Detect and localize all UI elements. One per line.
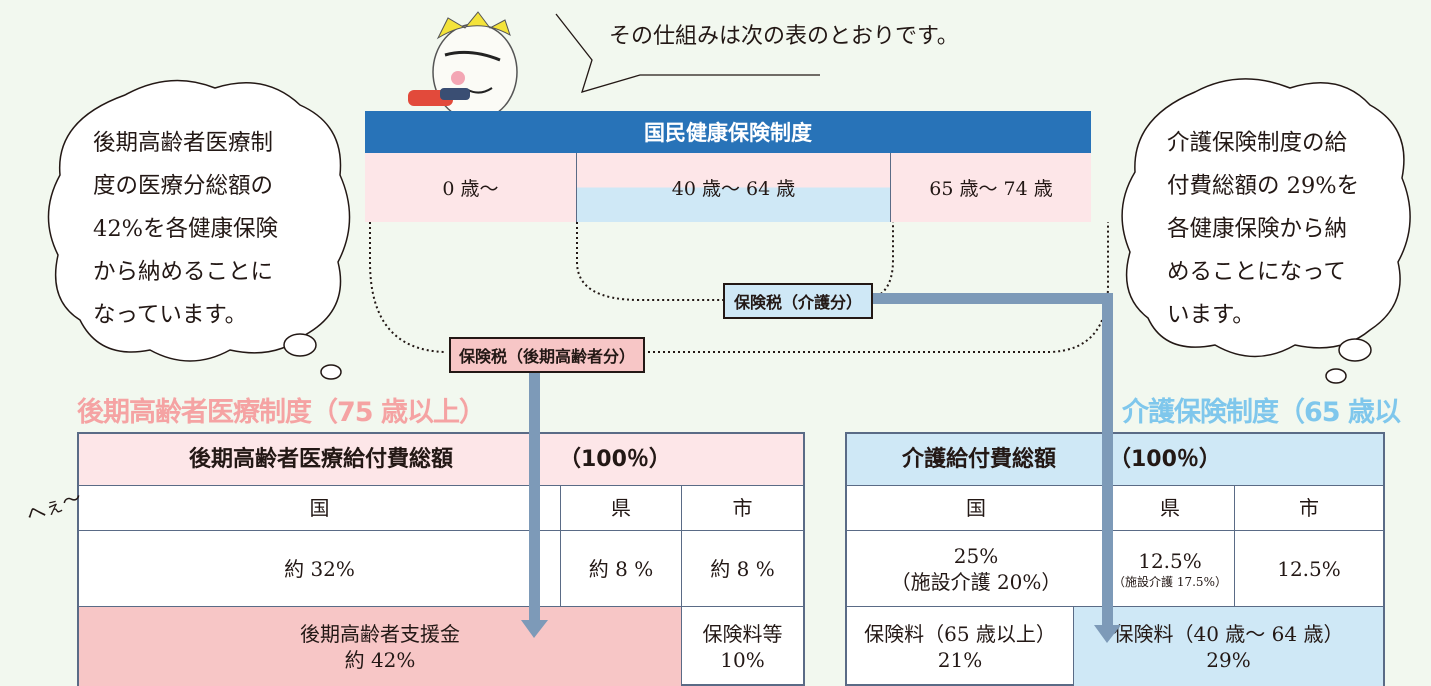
elderly-medical-table: 後期高齢者医療給付費総額 （100％） 国 県 市 約 32% 約 8 % 約 … bbox=[77, 432, 805, 686]
premium-65-value: 21% bbox=[937, 647, 983, 672]
speech-text: その仕組みは次の表のとおりです。 bbox=[609, 24, 959, 49]
support-fund-label: 後期高齢者支援金 bbox=[300, 621, 460, 646]
right-col-ken: 県 bbox=[1105, 485, 1234, 530]
kuni-value: 25% bbox=[953, 543, 999, 568]
nhi-age-65-74: 65 歳～ 74 歳 bbox=[891, 153, 1091, 222]
left-bubble-line: 42%を各健康保険 bbox=[93, 216, 279, 242]
left-val-ken: 約 8 % bbox=[560, 530, 681, 606]
kuni-note: （施設介護 20%） bbox=[890, 569, 1062, 594]
speech-callout bbox=[555, 13, 820, 93]
left-bubble-line: から納めることに bbox=[93, 259, 274, 285]
right-thought-cloud bbox=[1121, 78, 1411, 384]
left-val-shi: 約 8 % bbox=[681, 530, 803, 606]
ken-value: 12.5% bbox=[1138, 548, 1202, 573]
premium-65-label: 保険料（65 歳以上） bbox=[864, 621, 1056, 646]
premium-40-64-label: 保険料（40 歳～ 64 歳） bbox=[1113, 621, 1344, 646]
nhi-title: 国民健康保険制度 bbox=[365, 111, 1091, 153]
left-thought-cloud bbox=[47, 79, 351, 380]
left-bubble-line: 度の医療分総額の bbox=[93, 173, 274, 199]
left-val-kuni: 約 32% bbox=[79, 530, 560, 606]
premium-value: 10% bbox=[720, 647, 765, 672]
right-col-kuni: 国 bbox=[847, 485, 1105, 530]
right-bubble-line: 付費総額の 29%を bbox=[1167, 173, 1360, 199]
right-bubble-line: います。 bbox=[1167, 302, 1255, 328]
left-section-title: 後期高齢者医療制度（75 歳以上） bbox=[77, 397, 486, 428]
right-bubble-line: 介護保険制度の給 bbox=[1167, 130, 1348, 156]
support-fund-value: 約 42% bbox=[344, 647, 416, 672]
left-header-label: 後期高齢者医療給付費総額 bbox=[189, 446, 454, 472]
right-header-label: 介護給付費総額 bbox=[902, 446, 1057, 472]
premium-cell: 保険料等 10% bbox=[681, 606, 803, 686]
right-header-pct: （100％） bbox=[1109, 446, 1221, 472]
right-col-shi: 市 bbox=[1234, 485, 1383, 530]
right-bubble-text: 介護保険制度の給 付費総額の 29%を 各健康保険から納 めることになって いま… bbox=[1167, 122, 1387, 337]
premium-40-64-cell: 保険料（40 歳～ 64 歳） 29% bbox=[1073, 606, 1383, 686]
right-table-header: 介護給付費総額 （100％） bbox=[847, 434, 1383, 485]
tag-care-tax: 保険税（介護分） bbox=[723, 283, 873, 319]
mascot-character-top bbox=[408, 11, 518, 121]
right-bubble-line: 各健康保険から納 bbox=[1167, 216, 1348, 242]
nhi-table: 国民健康保険制度 0 歳～ 40 歳～ 64 歳 65 歳～ 74 歳 bbox=[365, 111, 1091, 222]
left-col-shi: 市 bbox=[681, 485, 803, 530]
left-table-header: 後期高齢者医療給付費総額 （100％） bbox=[79, 434, 803, 485]
premium-40-64-value: 29% bbox=[1206, 647, 1251, 672]
left-bubble-line: 後期高齢者医療制 bbox=[93, 130, 274, 156]
tag-elderly-tax: 保険税（後期高齢者分） bbox=[449, 337, 645, 373]
left-bubble-line: なっています。 bbox=[93, 302, 248, 328]
nhi-age-40-64: 40 歳～ 64 歳 bbox=[577, 153, 891, 222]
support-fund-cell: 後期高齢者支援金 約 42% bbox=[79, 606, 681, 686]
nhi-age-0: 0 歳～ bbox=[365, 153, 577, 222]
premium-65-cell: 保険料（65 歳以上） 21% bbox=[847, 606, 1073, 686]
right-val-shi: 12.5% bbox=[1234, 530, 1383, 606]
left-col-kuni: 国 bbox=[79, 485, 560, 530]
right-bubble-line: めることになって bbox=[1167, 259, 1346, 285]
ken-note: （施設介護 17.5%） bbox=[1113, 574, 1227, 589]
left-col-ken: 県 bbox=[560, 485, 681, 530]
care-insurance-table: 介護給付費総額 （100％） 国 県 市 25% （施設介護 20%） 12.5… bbox=[845, 432, 1385, 686]
left-bubble-text: 後期高齢者医療制 度の医療分総額の 42%を各健康保険 から納めることに なって… bbox=[93, 122, 313, 337]
premium-label: 保険料等 bbox=[702, 621, 783, 646]
right-val-ken: 12.5% （施設介護 17.5%） bbox=[1105, 530, 1234, 606]
left-header-pct: （100％） bbox=[559, 446, 671, 472]
right-val-kuni: 25% （施設介護 20%） bbox=[847, 530, 1105, 606]
